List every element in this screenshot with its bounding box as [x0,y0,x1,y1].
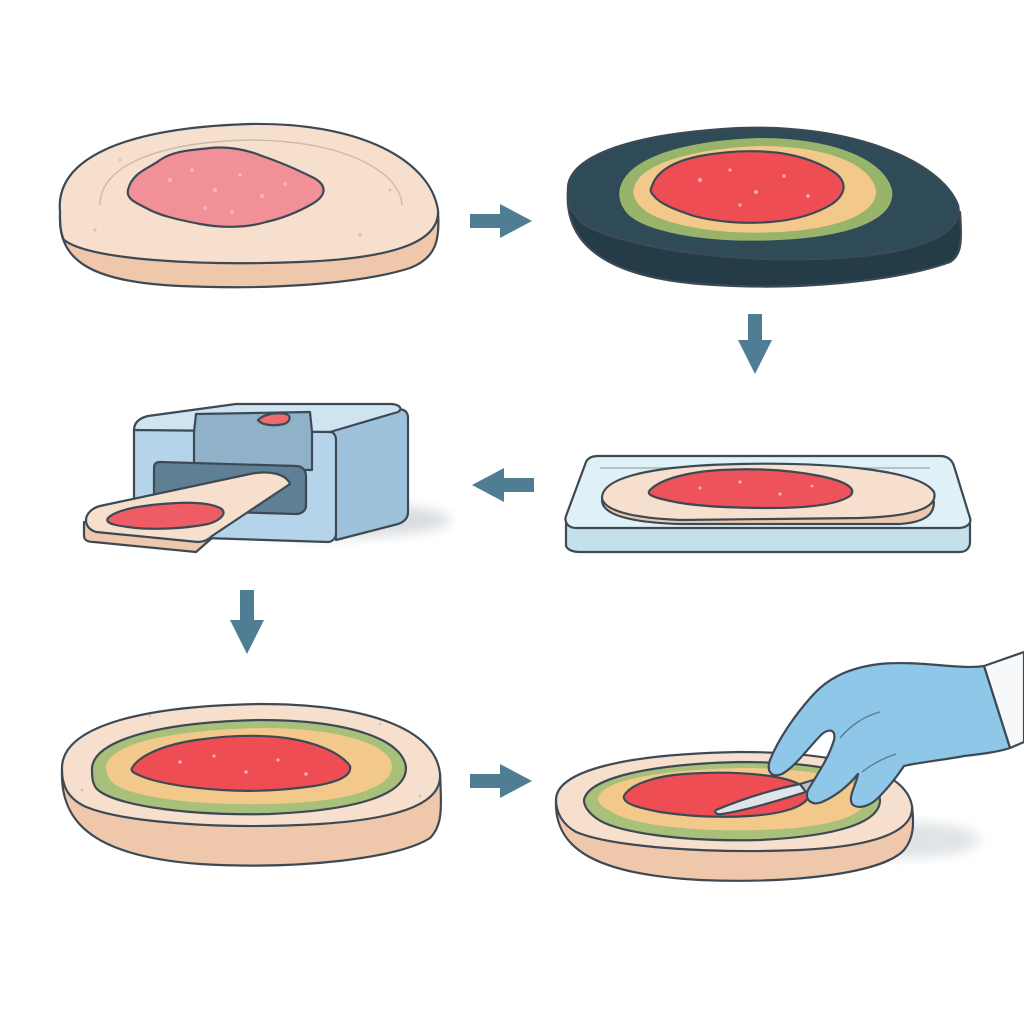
gloved-hand [767,661,1012,808]
processed-lesion [130,734,352,792]
processed-lesion-texture [178,754,308,776]
stained-lesion [649,150,845,224]
machine-lid-panel [192,410,314,472]
slide-lesion [647,468,854,510]
arrow-right-step1-to-step2 [470,204,532,238]
slide-lesion-texture [698,480,814,496]
lesion-texture [168,168,287,214]
stained-lesion-texture [698,168,810,207]
arrow-down-step4-to-step5 [230,590,264,654]
step-stained-tissue-slice [566,126,963,288]
arrow-right-step5-to-step6 [470,764,532,798]
arrow-down-step2-to-step3 [738,314,772,374]
flow-arrows [230,204,772,798]
step-tissue-processor-machine [82,402,450,554]
glove-finger-crease [839,711,881,739]
machine-right-side [328,408,410,542]
tissue-texture [93,158,392,237]
processed-tissue-texture [80,714,422,798]
scalpel-blade [714,782,808,816]
glove-knuckle-crease [861,753,897,773]
step-fresh-tissue-slice [58,122,440,289]
lesion-area [126,146,325,228]
machine-lid-sample-marker [256,412,291,427]
step-gloved-hand-scalpel-dissection [554,650,1024,882]
ejected-tissue-lesion [106,501,225,530]
arrow-left-step3-to-step4 [472,468,534,502]
step-processed-tissue-slice [60,702,443,867]
tissue-inner-rim [99,139,403,206]
step-tissue-on-glass-slide [564,454,972,554]
